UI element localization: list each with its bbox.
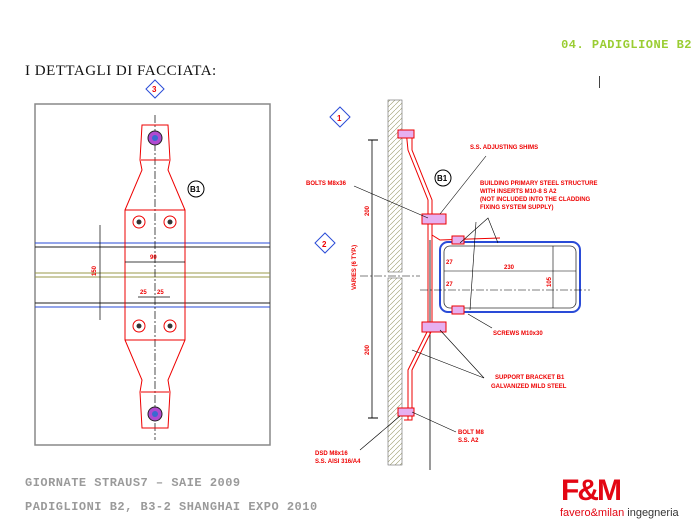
dim-bottom: 200 <box>365 344 371 355</box>
dim-offset-2: 27 <box>446 282 453 288</box>
label-bracket-2: GALVANIZED MILD STEEL <box>491 384 567 390</box>
label-dsd-1: DSD M8x16 <box>315 451 348 457</box>
bracket-tag-section: B1 <box>437 174 448 183</box>
label-primary-3: (NOT INCLUDED INTO THE CLADDING <box>480 197 591 203</box>
dim-box-width: 230 <box>504 265 515 271</box>
dim-spacing-right: 25 <box>157 290 164 296</box>
dim-height: 150 <box>92 265 98 276</box>
label-bolt-1: BOLT M8 <box>458 430 485 436</box>
dim-top: 200 <box>365 205 371 216</box>
callout-3: 3 <box>152 85 157 94</box>
company-logo-text: favero&milan ingegneria <box>560 507 679 519</box>
label-primary-2: WITH INSERTS M10-8 S A2 <box>480 189 557 195</box>
callout-2: 2 <box>322 240 327 249</box>
page-title: I DETTAGLI DI FACCIATA: <box>25 63 217 79</box>
bracket-tag: B1 <box>190 185 201 194</box>
label-bolts: BOLTS M8x36 <box>306 181 347 187</box>
label-bolt-2: S.S. A2 <box>458 438 479 444</box>
label-primary-1: BUILDING PRIMARY STEEL STRUCTURE <box>480 181 598 187</box>
footer-project: PADIGLIONI B2, B3-2 SHANGHAI EXPO 2010 <box>25 500 318 514</box>
callout-1: 1 <box>337 114 342 123</box>
label-screws: SCREWS M10x30 <box>493 331 543 337</box>
section-heading: 04. PADIGLIONE B2 <box>561 38 692 52</box>
dim-offset-1: 27 <box>446 260 453 266</box>
dim-varies: VARIES (6 TYP.) <box>352 245 358 290</box>
section-view-drawing: B1 1 2 S.S. ADJUSTING SHIMS BOLTS M8x36 … <box>306 99 598 470</box>
dim-spacing-left: 25 <box>140 290 147 296</box>
logo-suffix: ingegneria <box>624 507 679 519</box>
dim-width: 90 <box>150 255 157 261</box>
label-bracket-1: SUPPORT BRACKET B1 <box>495 375 565 381</box>
company-logo-mark: F&M <box>561 474 622 507</box>
text-cursor <box>599 76 600 88</box>
logo-brand: favero&milan <box>560 507 625 519</box>
front-view-drawing: 90 150 25 25 B1 3 <box>34 79 271 446</box>
label-shims: S.S. ADJUSTING SHIMS <box>470 145 538 151</box>
label-primary-4: FIXING SYSTEM SUPPLY) <box>480 205 553 211</box>
footer-event: GIORNATE STRAUS7 – SAIE 2009 <box>25 476 241 490</box>
dim-box-height: 105 <box>547 276 553 287</box>
label-dsd-2: S.S. AISI 316/A4 <box>315 459 361 465</box>
